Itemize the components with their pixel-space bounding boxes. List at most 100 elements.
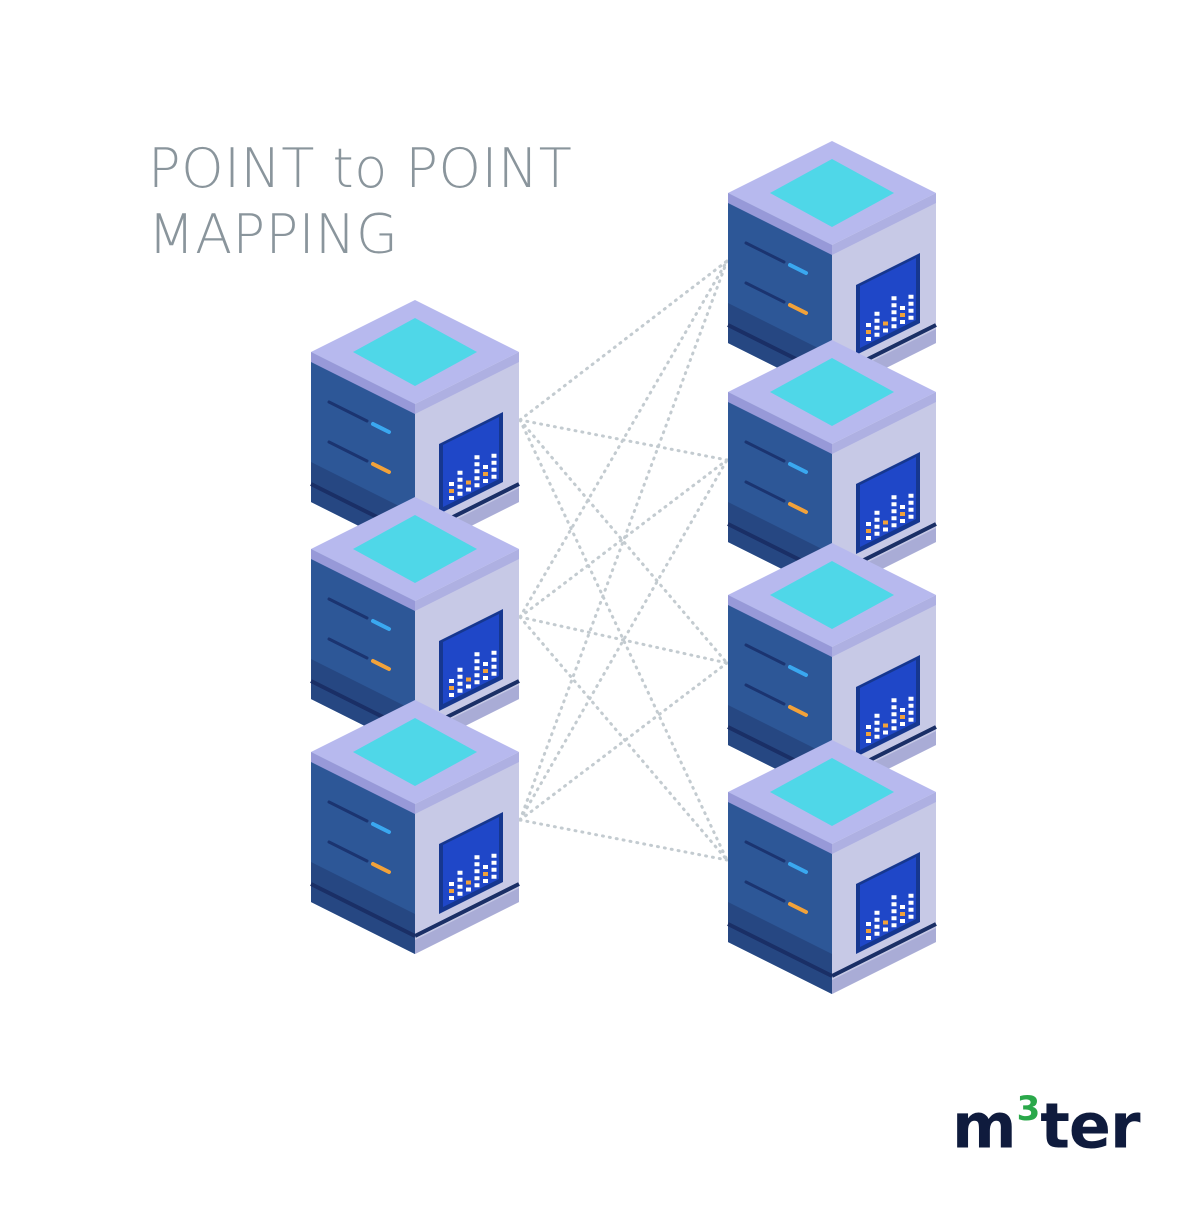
equalizer-bar [908,500,914,505]
equalizer-bar [891,923,897,928]
equalizer-bar [891,712,897,717]
drive-slot [744,880,786,903]
server-top-panel [770,159,894,227]
equalizer-bar [883,920,888,925]
server-base-stripe [310,882,416,938]
status-led [788,263,808,275]
equalizer-bar [474,483,480,488]
equalizer-bar [866,922,871,926]
equalizer-bar [466,487,471,492]
equalizer-bar [874,917,880,922]
server-top-panel [770,561,894,629]
equalizer-bar [449,882,454,886]
equalizer-bar [474,883,480,888]
server-lid-edge [728,595,832,657]
equalizer-bar [457,884,463,889]
equalizer-bar [874,931,880,936]
equalizer-bar [900,505,905,509]
equalizer-bar [474,666,480,671]
monitor-screen [860,857,916,947]
status-led [371,462,391,474]
logo-prefix: m [952,1089,1017,1163]
server-base-stripe [831,922,937,978]
server-lid-edge [832,193,936,255]
equalizer-bar [908,893,914,898]
equalizer-bar [874,910,880,915]
server-icon [727,740,937,994]
equalizer-bar [891,502,897,507]
drive-slot [327,400,369,423]
equalizer-bar [457,681,463,686]
m3ter-logo: m3ter [952,1080,1141,1163]
equalizer-bar [891,916,897,921]
equalizer-bar [908,301,914,306]
equalizer-bar [474,862,480,867]
equalizer-bar [466,677,471,682]
equalizer-bar [457,491,463,496]
status-led [788,462,808,474]
monitor-screen [443,417,499,507]
equalizer-bar [866,529,871,533]
equalizer-bar [449,489,454,493]
equalizer-bar [457,674,463,679]
equalizer-bar [466,480,471,485]
equalizer-bar [874,734,880,739]
server-lid-edge [832,595,936,657]
equalizer-bar [474,469,480,474]
equalizer-bar [466,684,471,689]
equalizer-bar [891,310,897,315]
diagram-title: POINT to POINT MAPPING [148,136,572,268]
server-lid-edge [415,752,519,814]
server-lid-edge [415,352,519,414]
equalizer-bar [883,730,888,735]
drive-slot [327,440,369,463]
equalizer-bar [900,306,905,310]
equalizer-bar [474,476,480,481]
server-lid-edge [832,792,936,854]
monitor-screen [443,817,499,907]
server-lid-edge [832,392,936,454]
drive-slot [327,597,369,620]
equalizer-bar [457,484,463,489]
equalizer-bar [474,855,480,860]
equalizer-bar [900,708,905,712]
equalizer-bar [908,696,914,701]
drive-slot [744,840,786,863]
connection-line [518,259,729,619]
equalizer-bar [883,328,888,333]
status-led [788,862,808,874]
equalizer-bar [908,514,914,519]
status-led [788,902,808,914]
equalizer-bar [449,679,454,683]
logo-superscript: 3 [1016,1089,1041,1129]
equalizer-bar [874,713,880,718]
connection-line [518,615,729,862]
equalizer-bar [866,337,871,341]
equalizer-bar [449,889,454,893]
server-lid-edge [728,392,832,454]
equalizer-bar [900,512,905,516]
status-led [788,303,808,315]
equalizer-bar [891,516,897,521]
title-line-1: POINT to POINT [148,137,573,200]
equalizer-bar [491,671,497,676]
status-led [788,502,808,514]
server-top-panel [353,318,477,386]
equalizer-bar [866,522,871,526]
equalizer-bar [900,912,905,916]
equalizer-bar [474,869,480,874]
connection-line [518,418,729,862]
connection-line [518,615,729,665]
equalizer-bar [874,727,880,732]
connection-line [518,458,729,822]
drive-slot [744,643,786,666]
server-lid-edge [311,752,415,814]
equalizer-bar [874,311,880,316]
equalizer-bar [866,732,871,736]
connection-line [518,259,729,422]
connection-line [518,818,729,862]
equalizer-bar [474,455,480,460]
equalizer-bar [457,470,463,475]
equalizer-bar [449,482,454,486]
equalizer-bar [891,324,897,329]
